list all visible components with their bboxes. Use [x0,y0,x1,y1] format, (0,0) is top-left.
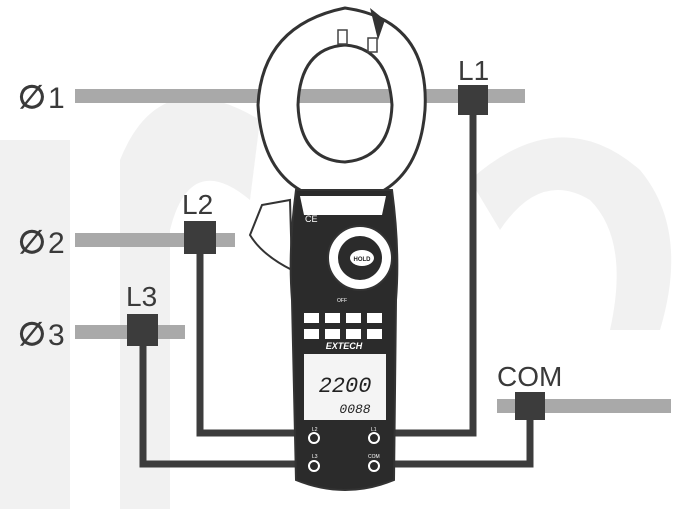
l2-lead [196,252,308,437]
ce-mark: CE [305,214,318,224]
off-label: OFF [337,298,347,304]
phase-3-symbol: ∅ [18,316,46,352]
jack-l2-label: L2 [312,427,318,433]
test-leads [139,112,534,468]
phase-2-number: 2 [48,227,65,260]
jack-l1[interactable] [368,432,380,444]
clamp-meter: CE HOLD OFF EXTECH 2200 0088 L2 L1 L3 CO… [248,6,427,491]
main-reading: 2200 [319,374,372,399]
brand-logo: EXTECH [326,341,363,351]
l2-clamp [184,221,216,254]
phase-1-number: 1 [48,82,65,115]
lcd-display [304,354,386,420]
l3-label: L3 [126,281,157,312]
jack-l1-label: L1 [371,427,377,433]
sub-reading: 0088 [339,402,370,417]
jack-l2[interactable] [308,432,320,444]
hold-label: HOLD [354,257,372,263]
hold-button[interactable] [350,250,374,266]
com-clamp [515,392,545,420]
phase-3-number: 3 [48,319,65,352]
jack-com-label: COM [368,454,380,460]
phase-1-symbol: ∅ [18,79,46,115]
com-lead [378,418,534,468]
jack-l3-label: L3 [312,454,318,460]
l3-clamp [127,314,158,346]
l1-clamp [458,85,488,115]
l1-label: L1 [458,55,489,86]
jack-com[interactable] [368,460,380,472]
phase-2-symbol: ∅ [18,224,46,260]
l1-lead [378,112,477,437]
com-label: COM [497,361,562,392]
background-watermark [0,97,672,509]
l3-lead [139,342,308,468]
function-buttons[interactable] [304,313,382,339]
jack-l3[interactable] [308,460,320,472]
l2-label: L2 [182,189,213,220]
